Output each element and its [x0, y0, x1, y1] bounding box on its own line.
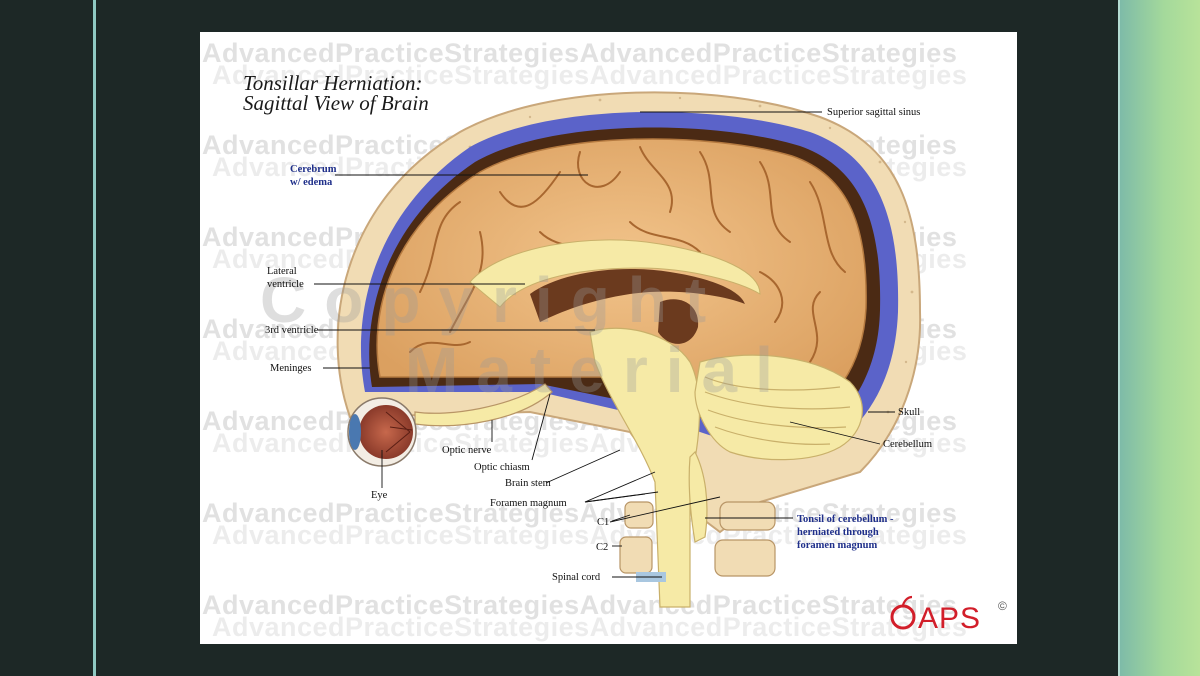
label-tonsil-line-1: Tonsil of cerebellum -	[797, 514, 894, 525]
label-lateral-ventricle-line-1: Lateral	[267, 266, 297, 277]
lateral-ventricle	[530, 268, 745, 322]
watermark-row-13: AdvancedPracticeStrategiesAdvancedPracti…	[202, 590, 957, 620]
label-cerebrum-line-1: Cerebrum	[290, 164, 337, 175]
corpus-callosum	[469, 239, 761, 308]
label-tonsil-line-3: foramen magnum	[797, 540, 877, 551]
watermark-row-1: AdvancedPracticeStrategiesAdvancedPracti…	[202, 38, 957, 68]
watermark-row-11: AdvancedPracticeStrategiesAdvancedPracti…	[202, 498, 957, 528]
label-brain-stem: Brain stem	[505, 478, 551, 489]
watermark-row-14: AdvancedPracticeStrategiesAdvancedPracti…	[212, 612, 967, 642]
brain-stem	[589, 327, 701, 608]
label-c1: C1	[597, 517, 609, 528]
label-cerebellum: Cerebellum	[883, 439, 932, 450]
material-watermark: Material	[405, 334, 791, 406]
label-superior-sagittal-sinus: Superior sagittal sinus	[827, 107, 920, 118]
cerebellar-folia	[704, 376, 851, 445]
right-decorative-panel	[1120, 0, 1200, 676]
label-eye: Eye	[371, 490, 388, 501]
label-c2: C2	[596, 542, 608, 553]
label-foramen-magnum: Foramen magnum	[490, 498, 567, 509]
apple-icon	[890, 595, 916, 630]
label-third-ventricle: 3rd ventricle	[265, 325, 319, 336]
herniated-tonsil	[688, 450, 708, 543]
aps-logo: APS ©	[890, 595, 1007, 635]
label-optic-chiasm: Optic chiasm	[474, 462, 530, 473]
label-cerebrum-line-2: w/ edema	[290, 177, 333, 188]
label-meninges: Meninges	[270, 363, 311, 374]
label-tonsil-line-2: herniated through	[797, 527, 879, 538]
label-optic-nerve: Optic nerve	[442, 445, 492, 456]
watermark-row-2: AdvancedPracticeStrategiesAdvancedPracti…	[212, 60, 967, 90]
label-lateral-ventricle-line-2: ventricle	[267, 279, 304, 290]
aps-copyright-symbol: ©	[998, 599, 1007, 613]
third-ventricle	[658, 299, 699, 344]
left-accent-line	[93, 0, 96, 676]
leader-lines	[314, 111, 895, 578]
label-spinal-cord: Spinal cord	[552, 572, 601, 583]
optic-nerve-shape	[414, 383, 553, 427]
brain-diagram: AdvancedPracticeStrategiesAdvancedPracti…	[202, 38, 1007, 642]
aps-logo-text: APS	[918, 602, 981, 635]
eye-shape	[347, 397, 417, 467]
diagram-slide: AdvancedPracticeStrategiesAdvancedPracti…	[200, 32, 1017, 644]
title-line-2: Sagittal View of Brain	[243, 91, 429, 115]
label-skull: Skull	[898, 407, 920, 418]
right-accent-line	[1118, 0, 1121, 676]
copyright-watermark: Copyright	[260, 264, 724, 336]
watermark-row-12: AdvancedPracticeStrategiesAdvancedPracti…	[212, 520, 967, 550]
title-line-1: Tonsillar Herniation:	[243, 71, 423, 95]
